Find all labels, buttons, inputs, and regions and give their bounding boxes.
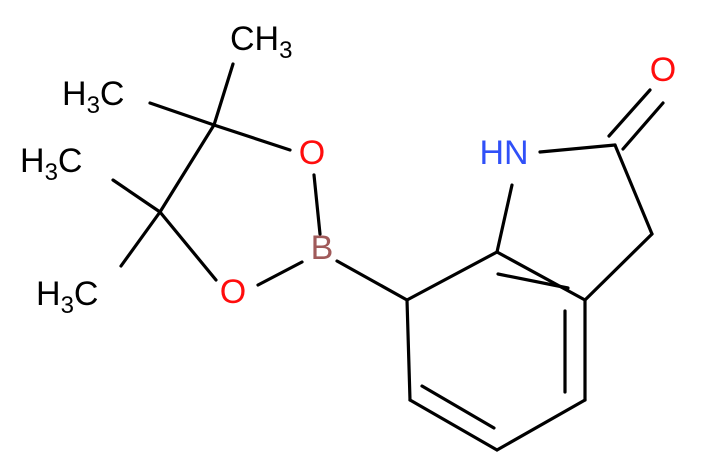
bond-o-top-c <box>212 123 292 152</box>
methyl-bottom-left-sub: 3 <box>61 292 74 319</box>
methyl-top-label: CH3 <box>230 20 292 64</box>
methyl-upper-left-main: H <box>62 75 87 113</box>
methyl-bottom-left-main: H <box>36 275 61 313</box>
methyl-mid-left-sub: 3 <box>45 159 58 186</box>
bond-c7-b <box>335 259 409 302</box>
bond-c6-c5 <box>408 398 499 452</box>
bond-c6-c5-inner <box>420 384 496 430</box>
bond-c7-c6 <box>405 298 412 402</box>
methyl-top-sub: 3 <box>279 37 292 64</box>
methyl-upper-left-tail: C <box>100 75 125 113</box>
oxygen-ring-top-label: O <box>299 134 325 172</box>
boron-label: B <box>311 229 334 267</box>
methyl-top-main: CH <box>230 20 279 58</box>
bond-c7a-c7 <box>405 250 499 302</box>
bond-c7a-n1 <box>495 183 514 254</box>
methyl-mid-left-tail: C <box>58 142 83 180</box>
bond-c-ch3-mid-left <box>111 178 162 214</box>
bond-c-ch3-bottom-left <box>119 210 162 268</box>
bond-n1-c2 <box>538 143 617 154</box>
oxygen-ring-bottom-label: O <box>220 273 246 311</box>
oxygen-carbonyl-label: O <box>650 51 676 89</box>
nh-label: HN <box>479 134 528 172</box>
bond-c3-c3a <box>583 232 654 302</box>
methyl-mid-left-main: H <box>20 142 45 180</box>
bond-c-ch3-top <box>212 62 235 127</box>
methyl-upper-left-label: H3C <box>62 75 124 119</box>
bond-c-ch3-upper-left <box>148 101 216 127</box>
methyl-bottom-left-label: H3C <box>36 275 98 319</box>
bond-c2-c3 <box>613 143 654 236</box>
bond-c5-c4 <box>495 398 587 452</box>
atom-labels: O HN B O O CH3 H3C H3C H3C <box>20 20 676 319</box>
bond-c2-o-1 <box>607 88 652 138</box>
bond-c2-o-2 <box>621 101 665 151</box>
bonds <box>111 62 665 452</box>
bond-o-bottom-c <box>158 210 218 282</box>
bond-c3a-c7a <box>495 250 587 302</box>
bond-b-o-top <box>312 173 322 236</box>
methyl-bottom-left-tail: C <box>74 275 99 313</box>
bond-c-c-pinacol <box>158 123 216 214</box>
methyl-mid-left-label: H3C <box>20 142 82 186</box>
bond-c3a-c7a-inner <box>496 272 570 290</box>
bond-b-o-bottom <box>256 260 304 287</box>
methyl-upper-left-sub: 3 <box>87 92 100 119</box>
